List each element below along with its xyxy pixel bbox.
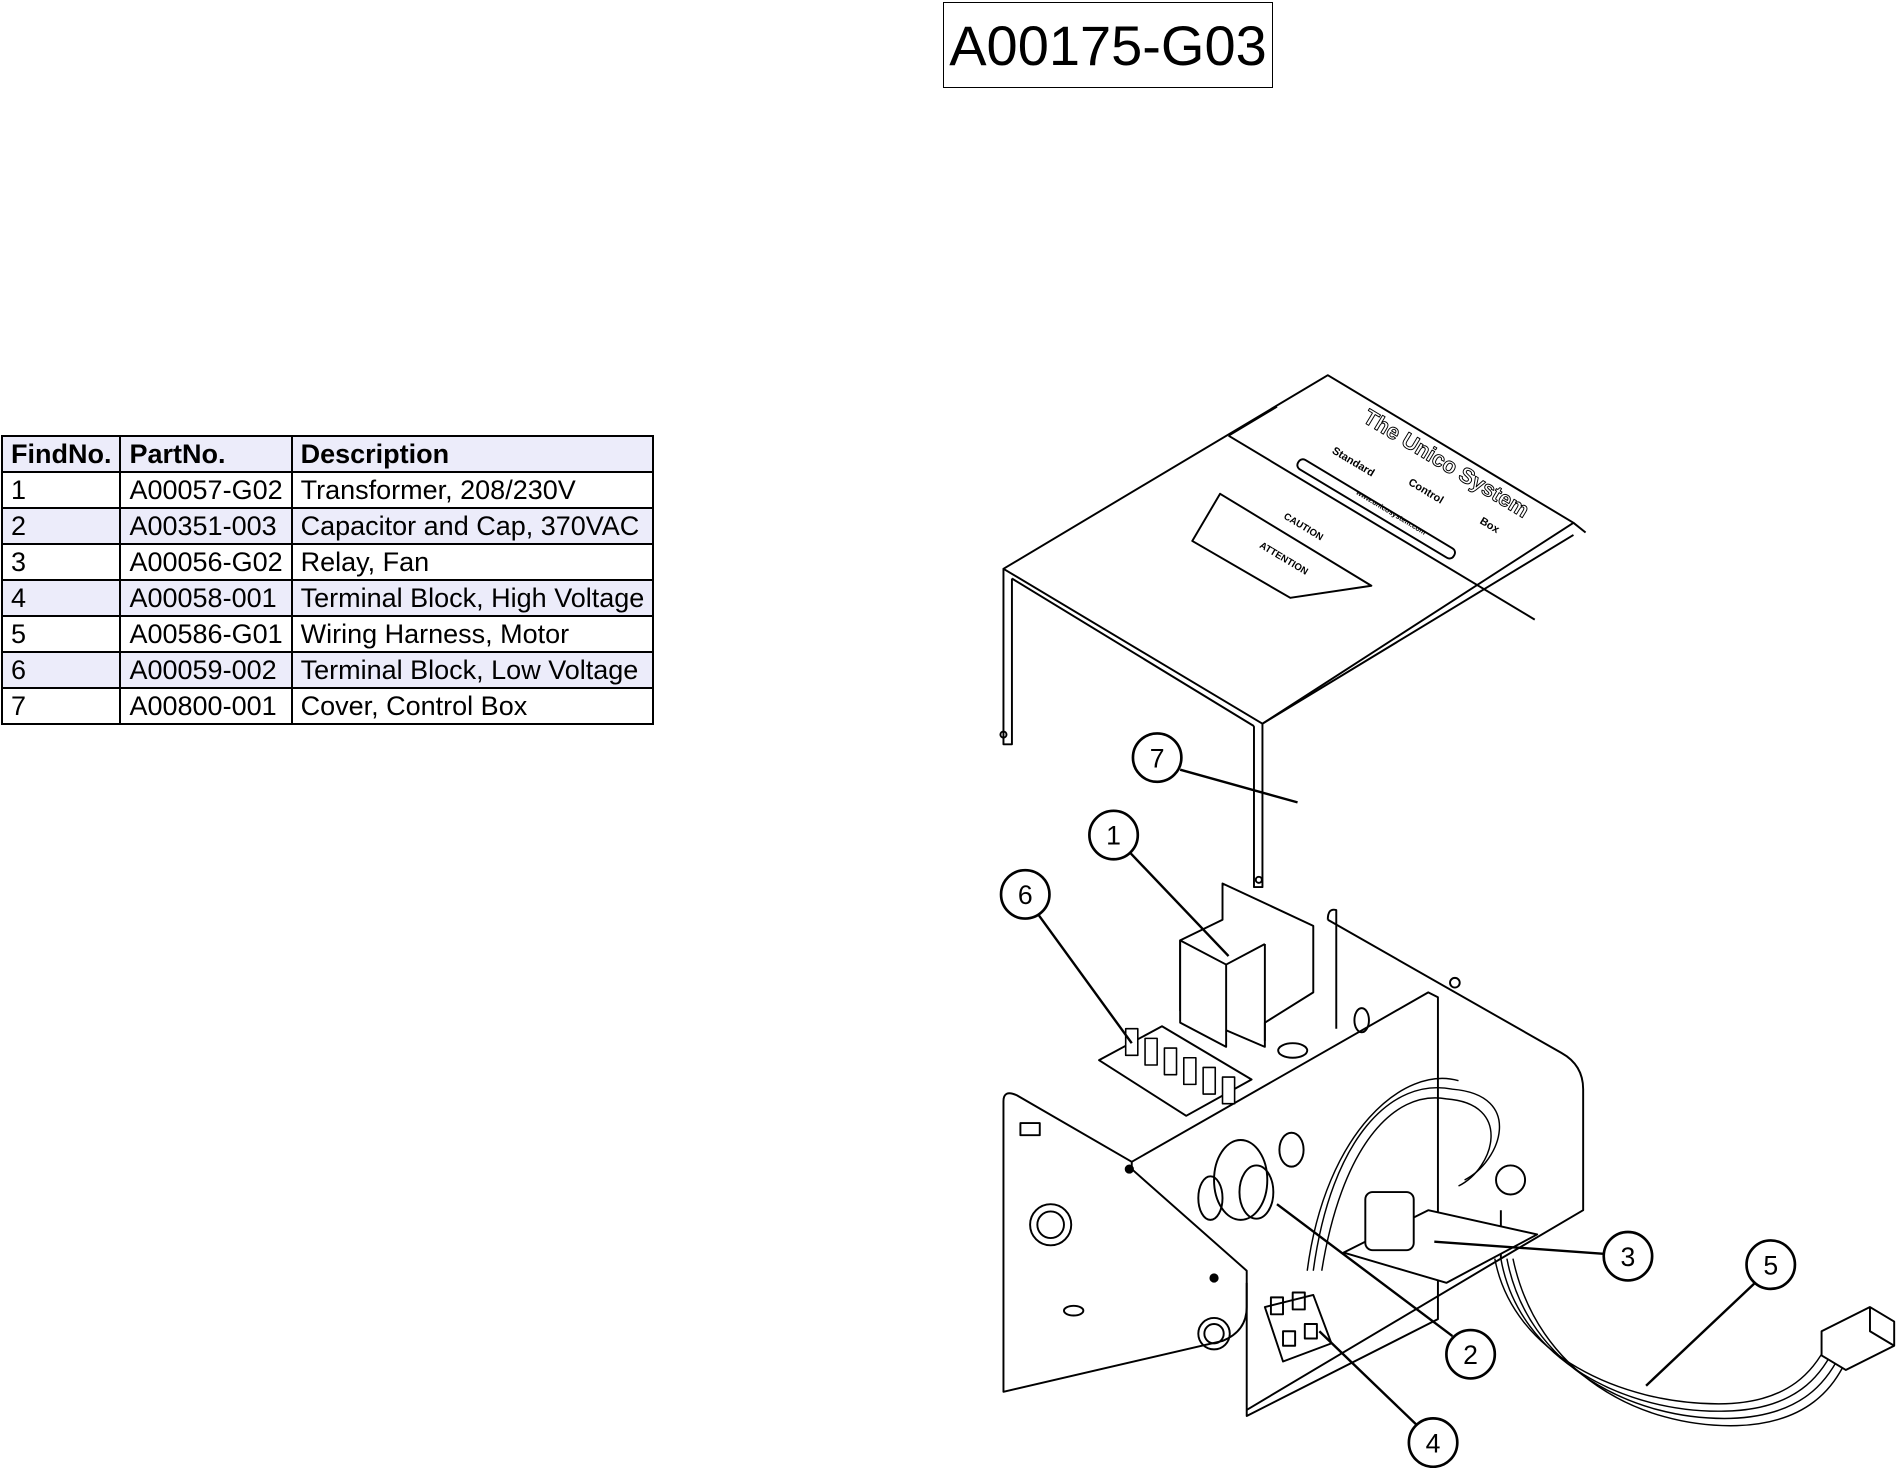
part-no: A00058-001	[119, 579, 293, 617]
svg-text:1: 1	[1106, 821, 1121, 851]
svg-text:3: 3	[1621, 1242, 1636, 1272]
find-no: 7	[0, 687, 122, 725]
svg-text:6: 6	[1018, 880, 1033, 910]
header-find-no: FindNo.	[0, 435, 122, 473]
part-no: A00351-003	[119, 507, 293, 545]
part-no: A00057-G02	[119, 471, 293, 509]
svg-text:7: 7	[1150, 743, 1165, 773]
fan-relay	[1342, 1164, 1539, 1284]
find-no: 2	[0, 507, 122, 545]
part-no: A00056-G02	[119, 543, 293, 581]
callout-4: 4	[1407, 1417, 1459, 1468]
svg-text:4: 4	[1426, 1428, 1441, 1458]
callout-1: 1	[1088, 809, 1140, 861]
control-box-cover: The Unico System Standard Control Box ww…	[999, 374, 1587, 889]
callout-3: 3	[1602, 1230, 1654, 1282]
transformer	[1179, 882, 1315, 1059]
part-no: A00586-G01	[119, 615, 293, 653]
description: Transformer, 208/230V	[290, 471, 655, 509]
low-voltage-terminal-block	[1098, 1025, 1253, 1117]
callout-5: 5	[1745, 1239, 1797, 1291]
description: Terminal Block, High Voltage	[290, 579, 655, 617]
find-no: 4	[0, 579, 122, 617]
description: Wiring Harness, Motor	[290, 615, 655, 653]
part-no: A00800-001	[119, 687, 293, 725]
svg-text:5: 5	[1763, 1250, 1778, 1280]
table-header-row: FindNo. PartNo. Description	[0, 435, 655, 473]
callout-2: 2	[1445, 1328, 1497, 1380]
motor-wiring-harness	[1306, 1077, 1896, 1427]
capacitor	[1197, 1131, 1305, 1221]
leader-lines	[1037, 768, 1756, 1426]
find-no: 6	[0, 651, 122, 689]
high-voltage-terminal-block	[1263, 1291, 1333, 1363]
description: Relay, Fan	[290, 543, 655, 581]
find-no: 3	[0, 543, 122, 581]
description: Terminal Block, Low Voltage	[290, 651, 655, 689]
part-no: A00059-002	[119, 651, 293, 689]
callout-6: 6	[999, 868, 1051, 920]
callout-7: 7	[1131, 732, 1183, 784]
find-no: 5	[0, 615, 122, 653]
description: Capacitor and Cap, 370VAC	[290, 507, 655, 545]
description: Cover, Control Box	[290, 687, 655, 725]
svg-text:2: 2	[1463, 1340, 1478, 1370]
header-description: Description	[290, 435, 655, 473]
header-part-no: PartNo.	[119, 435, 293, 473]
drawing-number: A00175-G03	[943, 2, 1273, 88]
find-no: 1	[0, 471, 122, 509]
